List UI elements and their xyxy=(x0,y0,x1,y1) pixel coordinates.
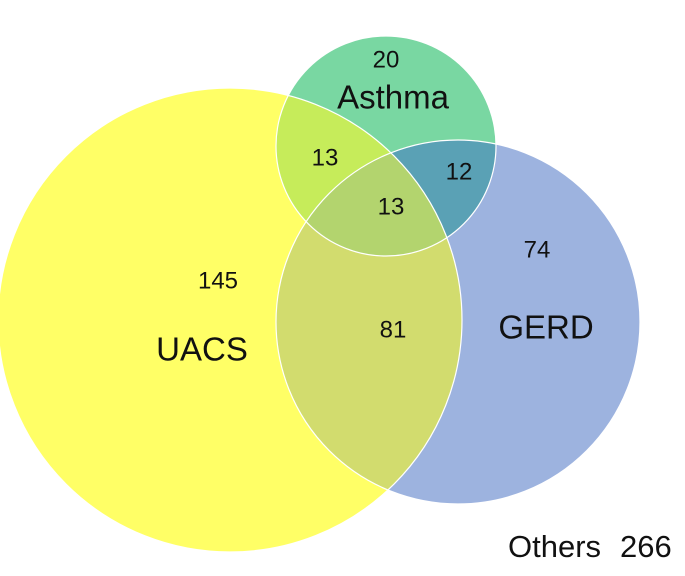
asthma-only-count: 20 xyxy=(373,46,400,73)
all-three-count: 13 xyxy=(378,193,405,220)
uacs-gerd-count: 81 xyxy=(380,316,407,343)
asthma-label: Asthma xyxy=(337,79,450,116)
others-count: 266 xyxy=(620,529,672,564)
others-label: Others xyxy=(508,529,601,564)
uacs-only-count: 145 xyxy=(198,267,238,294)
uacs-label: UACS xyxy=(156,331,248,368)
circle-outlines xyxy=(0,35,641,553)
uacs-asthma-count: 13 xyxy=(312,144,339,171)
gerd-label: GERD xyxy=(498,309,593,346)
asthma-gerd-count: 12 xyxy=(446,158,473,185)
gerd-only-count: 74 xyxy=(524,236,551,263)
